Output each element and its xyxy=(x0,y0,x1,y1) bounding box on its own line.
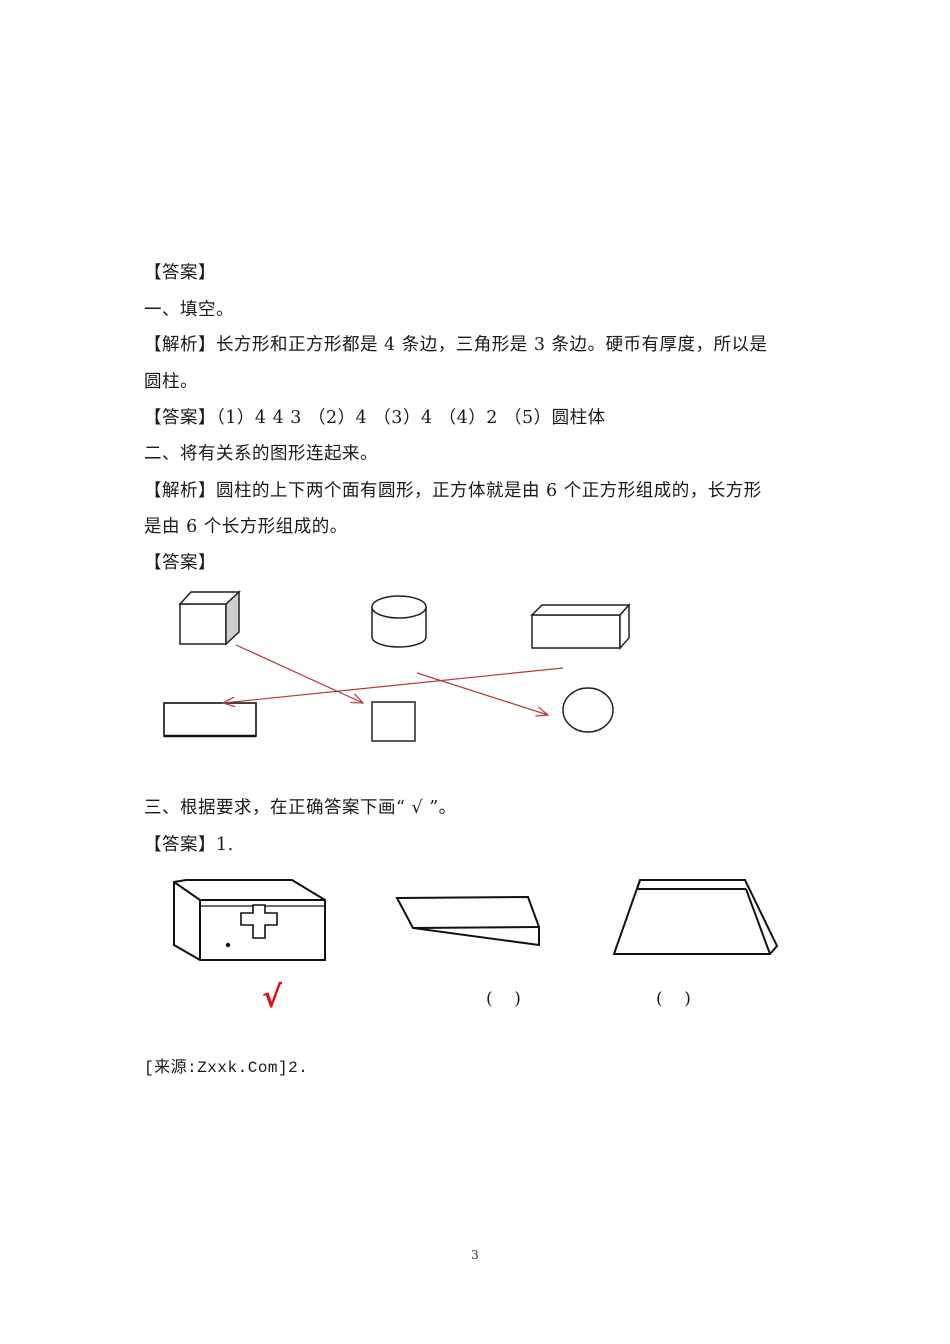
blank-parentheses-2: ( ) xyxy=(486,989,521,1009)
trapezoid-prism-shape xyxy=(612,879,779,955)
section1-answer: 【答案】（1）4 4 3 （2）4 （3）4 （4）2 （5）圆柱体 xyxy=(144,408,606,428)
first-aid-box-shape xyxy=(173,879,326,961)
section1-title: 一、填空。 xyxy=(144,300,234,320)
section3-title: 三、根据要求，在正确答案下画“ √ ”。 xyxy=(144,798,457,818)
arrow-cube-to-square xyxy=(235,644,363,703)
arrow-cuboid-to-rectangle xyxy=(223,667,564,703)
circle-shape xyxy=(562,687,614,733)
cuboid-shape xyxy=(530,603,631,650)
section1-analysis-line2: 圆柱。 xyxy=(144,372,198,392)
section2-answer-label: 【答案】 xyxy=(144,553,216,573)
blank-parentheses-3: ( ) xyxy=(656,989,691,1009)
page-number: 3 xyxy=(471,1248,479,1262)
answer-heading: 【答案】 xyxy=(144,263,216,283)
section2-title: 二、将有关系的图形连起来。 xyxy=(144,444,378,464)
section2-analysis-line1: 【解析】圆柱的上下两个面有圆形，正方体就是由 6 个正方形组成的，长方形 xyxy=(144,481,762,501)
wedge-prism-shape xyxy=(395,895,540,947)
checkmark-icon: √ xyxy=(262,980,283,1015)
cube-shape xyxy=(178,590,241,646)
rectangle-shape xyxy=(163,702,257,737)
section3-answer-label: 【答案】1. xyxy=(144,835,234,855)
section1-analysis-line1: 【解析】长方形和正方形都是 4 条边，三角形是 3 条边。硬币有厚度，所以是 xyxy=(144,335,768,355)
source-line: [来源:Zxxk.Com]2. xyxy=(144,1059,309,1077)
section2-analysis-line2: 是由 6 个长方形组成的。 xyxy=(144,517,348,537)
arrow-cylinder-to-circle xyxy=(416,672,548,715)
square-shape xyxy=(371,701,416,742)
cylinder-shape xyxy=(371,595,427,648)
